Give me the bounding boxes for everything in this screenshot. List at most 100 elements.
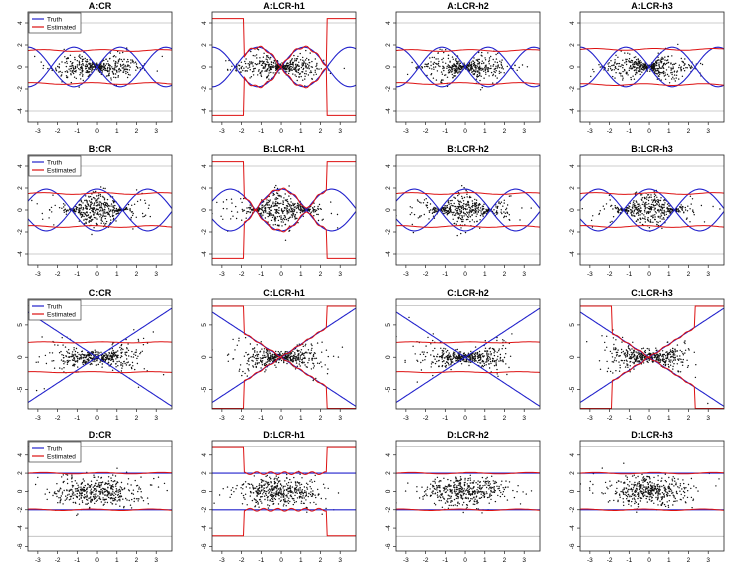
data-point	[31, 199, 33, 202]
data-point	[298, 76, 300, 78]
data-point	[618, 212, 620, 214]
data-point	[78, 220, 81, 222]
x-tick-label: 2	[503, 128, 507, 135]
data-point	[266, 212, 268, 214]
data-point	[79, 212, 82, 214]
data-point	[255, 54, 258, 56]
data-point	[424, 63, 426, 65]
data-point	[457, 216, 459, 219]
data-point	[250, 76, 253, 78]
data-point	[430, 61, 432, 63]
data-point	[448, 65, 450, 67]
data-point	[630, 59, 633, 62]
data-point	[248, 357, 250, 359]
data-point	[100, 214, 102, 216]
data-point	[409, 213, 411, 216]
data-point	[143, 215, 146, 217]
data-point	[251, 348, 254, 350]
legend-box	[28, 299, 82, 321]
data-point	[115, 66, 117, 68]
data-point	[111, 369, 114, 371]
data-point	[653, 193, 656, 195]
data-point	[272, 203, 274, 205]
x-tick-label: 0	[279, 415, 283, 422]
data-point	[463, 360, 465, 363]
data-point	[640, 218, 642, 221]
data-point	[93, 216, 96, 219]
data-point	[259, 72, 261, 75]
data-point	[635, 59, 638, 61]
data-point	[264, 70, 266, 72]
data-point	[428, 67, 431, 69]
data-point	[308, 352, 310, 354]
data-point	[503, 211, 505, 213]
data-point	[436, 360, 438, 363]
data-point	[82, 357, 84, 359]
data-point	[297, 204, 299, 206]
data-point	[90, 362, 93, 365]
data-point	[613, 64, 615, 66]
data-point	[683, 212, 685, 214]
data-point	[503, 202, 505, 204]
data-point	[590, 75, 592, 78]
data-point	[283, 197, 285, 199]
y-tick-label: 2	[17, 186, 24, 190]
data-point	[659, 215, 661, 218]
data-point	[69, 54, 72, 56]
data-point	[308, 66, 310, 68]
data-point	[484, 65, 487, 67]
data-point	[280, 196, 282, 198]
x-tick-label: -1	[258, 271, 264, 278]
data-point	[251, 356, 253, 358]
data-point	[488, 60, 490, 63]
data-point	[680, 68, 682, 71]
data-point	[616, 206, 619, 209]
data-point	[658, 199, 660, 202]
data-point	[477, 211, 479, 213]
data-point	[268, 64, 270, 66]
data-point	[650, 206, 652, 208]
data-point	[673, 78, 675, 80]
data-point	[686, 217, 688, 219]
data-point	[295, 65, 297, 67]
data-point	[452, 58, 454, 60]
data-point	[292, 65, 294, 67]
data-point	[269, 199, 271, 201]
data-point	[490, 65, 492, 67]
data-point	[79, 74, 81, 76]
data-point	[117, 62, 119, 64]
data-point	[444, 205, 446, 207]
data-point	[456, 359, 458, 362]
data-point	[641, 217, 644, 219]
data-point	[308, 357, 310, 360]
data-point	[291, 216, 293, 218]
data-point	[431, 56, 433, 59]
data-point	[93, 203, 96, 205]
data-point	[459, 351, 462, 353]
data-point	[453, 196, 455, 198]
data-point	[71, 359, 74, 361]
data-point	[448, 357, 451, 359]
data-point	[416, 359, 418, 361]
data-point	[473, 212, 475, 214]
data-point	[455, 58, 457, 60]
data-point	[433, 206, 435, 209]
data-point	[81, 70, 84, 72]
data-point	[72, 71, 74, 73]
data-point	[502, 68, 504, 70]
data-point	[249, 77, 251, 79]
data-point	[675, 77, 677, 79]
data-point	[683, 70, 686, 72]
data-point	[53, 360, 55, 362]
data-point	[267, 55, 269, 57]
data-point	[102, 187, 105, 189]
data-point	[310, 343, 312, 345]
data-point	[488, 367, 491, 369]
data-point	[591, 226, 594, 228]
data-point	[300, 354, 302, 357]
data-point	[278, 203, 280, 205]
data-point	[458, 64, 460, 67]
data-point	[90, 354, 92, 357]
